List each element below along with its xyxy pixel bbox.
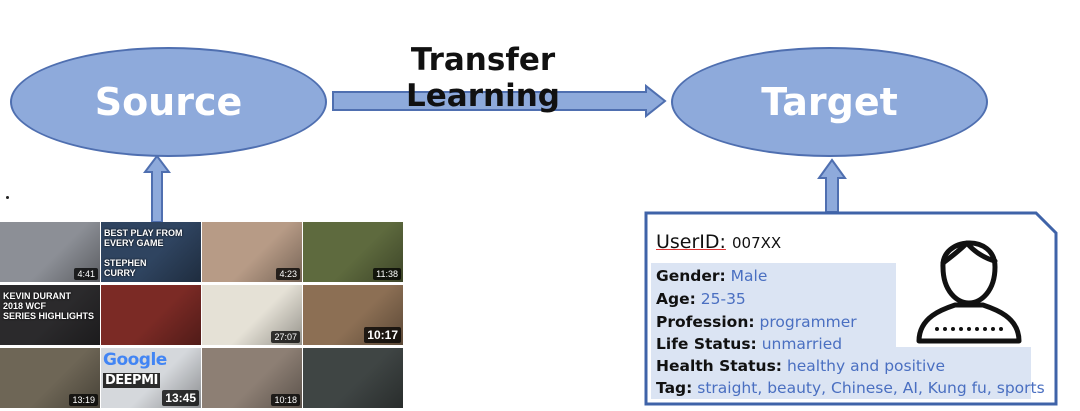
tag-value: straight, beauty, Chinese, AI, Kung fu, … [697,379,1045,397]
source-up-arrow [143,154,171,223]
target-label: Target [761,80,898,124]
thumbnail-duration: 4:41 [74,268,98,280]
age-value: 25-35 [700,290,746,308]
user-id-label: UserID: [656,231,726,253]
thumbnail-caption: KEVIN DURANT 2018 WCF SERIES HIGHLIGHTS [3,291,95,321]
thumbnail-logo-accent: DEEPMI [103,372,160,388]
tag-label: Tag: [656,379,693,397]
life-status-line: Life Status: unmarried [656,335,842,353]
tag-line: Tag: straight, beauty, Chinese, AI, Kung… [656,379,1045,397]
thumbnail-duration: 4:23 [276,268,300,280]
source-label: Source [94,80,243,124]
gender-label: Gender: [656,267,726,285]
user-tag-panel [651,347,1031,399]
user-avatar-icon [916,240,1022,344]
video-thumbnail-grid: 4:41 BEST PLAY FROM EVERY GAME STEPHEN CU… [0,222,403,408]
target-up-arrow [817,158,847,213]
avatar-panel [897,219,1040,347]
thumbnail-duration: 11:38 [373,268,401,280]
profession-label: Profession: [656,313,755,331]
thumbnail-logo: Google DEEPMI [103,350,201,390]
thumbnail-duration: 10:17 [364,327,401,343]
video-thumbnail[interactable]: 10:18 [202,348,302,408]
video-thumbnail[interactable]: 10:17 [303,285,403,345]
video-thumbnail[interactable]: KEVIN DURANT 2018 WCF SERIES HIGHLIGHTS [0,285,100,345]
life-status-value: unmarried [761,335,843,353]
stray-dot [6,196,9,199]
profession-value: programmer [759,313,857,331]
video-thumbnail[interactable]: 4:41 [0,222,100,282]
transfer-learning-label: Transfer Learning [406,42,560,114]
gender-line: Gender: Male [656,267,767,285]
video-thumbnail[interactable] [303,348,403,408]
health-status-label: Health Status: [656,357,782,375]
video-thumbnail[interactable]: 27:07 [202,285,302,345]
transfer-arrow [332,83,667,119]
video-thumbnail[interactable]: 11:38 [303,222,403,282]
thumbnail-duration: 13:45 [162,390,199,406]
video-thumbnail[interactable] [101,285,201,345]
gender-value: Male [730,267,768,285]
video-thumbnail[interactable]: 4:23 [202,222,302,282]
source-ellipse: Source [10,47,327,157]
thumbnail-caption: BEST PLAY FROM EVERY GAME STEPHEN CURRY [104,228,183,278]
thumbnail-duration: 10:18 [271,394,300,406]
thumbnail-logo-word: Google [103,350,167,370]
video-thumbnail[interactable]: 13:19 [0,348,100,408]
health-status-line: Health Status: healthy and positive [656,357,945,375]
target-ellipse: Target [671,47,988,157]
life-status-label: Life Status: [656,335,757,353]
health-status-value: healthy and positive [786,357,945,375]
user-info-panel [651,263,896,347]
profession-line: Profession: programmer [656,313,857,331]
age-label: Age: [656,290,696,308]
age-line: Age: 25-35 [656,290,746,308]
thumbnail-duration: 13:19 [69,394,98,406]
user-id-value: 007XX [732,234,782,252]
thumbnail-duration: 27:07 [271,331,300,343]
video-thumbnail[interactable]: BEST PLAY FROM EVERY GAME STEPHEN CURRY [101,222,201,282]
user-id-line: UserID: 007XX [656,231,781,253]
